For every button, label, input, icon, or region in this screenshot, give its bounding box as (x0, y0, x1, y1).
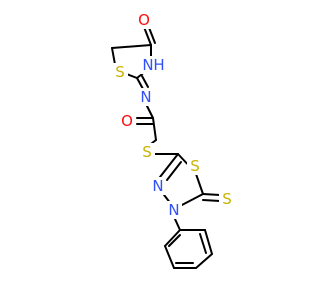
bond-ph-3 (195, 253, 213, 269)
atom-nitrogen-imine: N (140, 88, 151, 106)
bond-c5-s-thione (202, 193, 221, 196)
bond-c4-o (143, 26, 152, 46)
atom-oxygen-amide: O (121, 112, 133, 130)
bond-c4-c5 (111, 44, 152, 49)
bond-camide-ch2 (152, 117, 157, 141)
bond-c5-s-thione-double (202, 199, 221, 202)
atom-sulfur-thiadiazole: S (190, 157, 200, 175)
bond-c5-n4 (179, 193, 204, 207)
bond-n3-c2-double (166, 161, 182, 181)
molecule-structure: O N H S N O S S N N S (111, 11, 235, 269)
atom-nitrogen-ring-lower: N (168, 201, 179, 219)
atom-sulfur-thione: S (222, 190, 232, 208)
bond-ph-2 (204, 229, 213, 255)
atom-hydrogen-imide: H (153, 56, 164, 74)
atom-oxygen-ketone: O (138, 11, 150, 29)
atom-labels: O N H S N O S S N N S (112, 11, 235, 219)
bond-n4-phenyl (174, 218, 181, 231)
bond-ph-6 (164, 229, 181, 247)
atom-sulfur-thiazolidine: S (115, 63, 125, 81)
bond-ph-5 (164, 245, 175, 269)
bond-ph-inner-1 (199, 233, 207, 254)
bond-n-imine-camide (145, 103, 154, 119)
bond-n3-c2 (159, 153, 179, 178)
bond-c2-n-imine (136, 77, 144, 90)
atom-nitrogen-imide: N (142, 56, 153, 74)
bond-c2-n-imine-double (141, 75, 149, 88)
atom-sulfur-thioether: S (142, 143, 152, 161)
bond-s1-c5 (195, 173, 204, 195)
atom-nitrogen-ring-upper: N (152, 177, 163, 195)
bond-ph-inner-3 (168, 234, 181, 247)
